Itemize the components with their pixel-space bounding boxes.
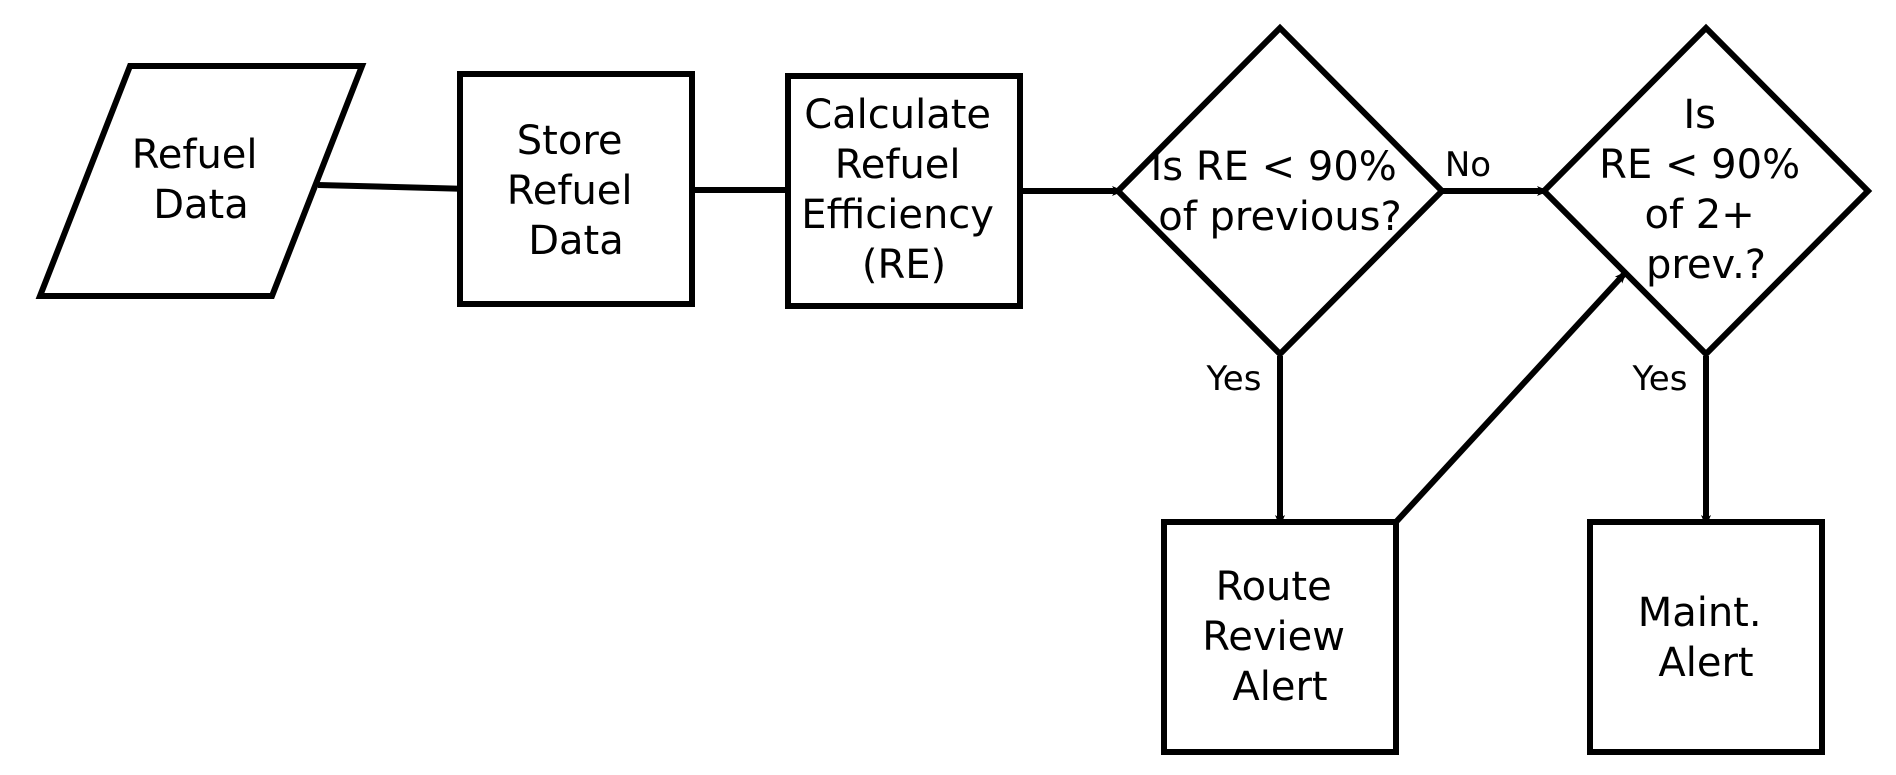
svg-text:Calculate Refuel E: Calculate Refuel Efficiency (RE) (801, 92, 1006, 288)
edge-label-no: No (1445, 145, 1491, 185)
svg-text:Is RE < 90% of 2+: Is RE < 90% of 2+ prev.? (1599, 92, 1813, 288)
edge-refuel-to-store (317, 182, 471, 194)
node-store-refuel-data: Store Refuel Data (457, 71, 695, 307)
svg-text:Maint. Alert: Maint. Alert (1638, 590, 1775, 686)
node-decision-previous: Is RE < 90% of previous? (1113, 23, 1447, 359)
node-refuel-data: Refuel Data (35, 63, 367, 299)
edge-route-review-to-decision2 (1393, 269, 1629, 525)
node-decision-two-prev: Is RE < 90% of 2+ prev.? (1539, 23, 1873, 359)
svg-text:Is RE < 90% of previous?: Is RE < 90% of previous? (1151, 144, 1410, 240)
node-route-review-alert: Route Review Alert (1161, 519, 1399, 755)
svg-text:Route Review Alert: Route Review Alert (1202, 564, 1357, 710)
svg-text:Store Refuel Data: Store Refuel Data (507, 118, 645, 264)
edges (317, 182, 1711, 527)
edge-label-yes-2: Yes (1632, 359, 1688, 399)
node-maint-alert: Maint. Alert (1587, 519, 1825, 755)
node-calculate-re: Calculate Refuel Efficiency (RE) (785, 73, 1023, 309)
svg-text:Refuel Data: Refuel Data (132, 132, 270, 228)
edge-label-yes-1: Yes (1206, 359, 1262, 399)
